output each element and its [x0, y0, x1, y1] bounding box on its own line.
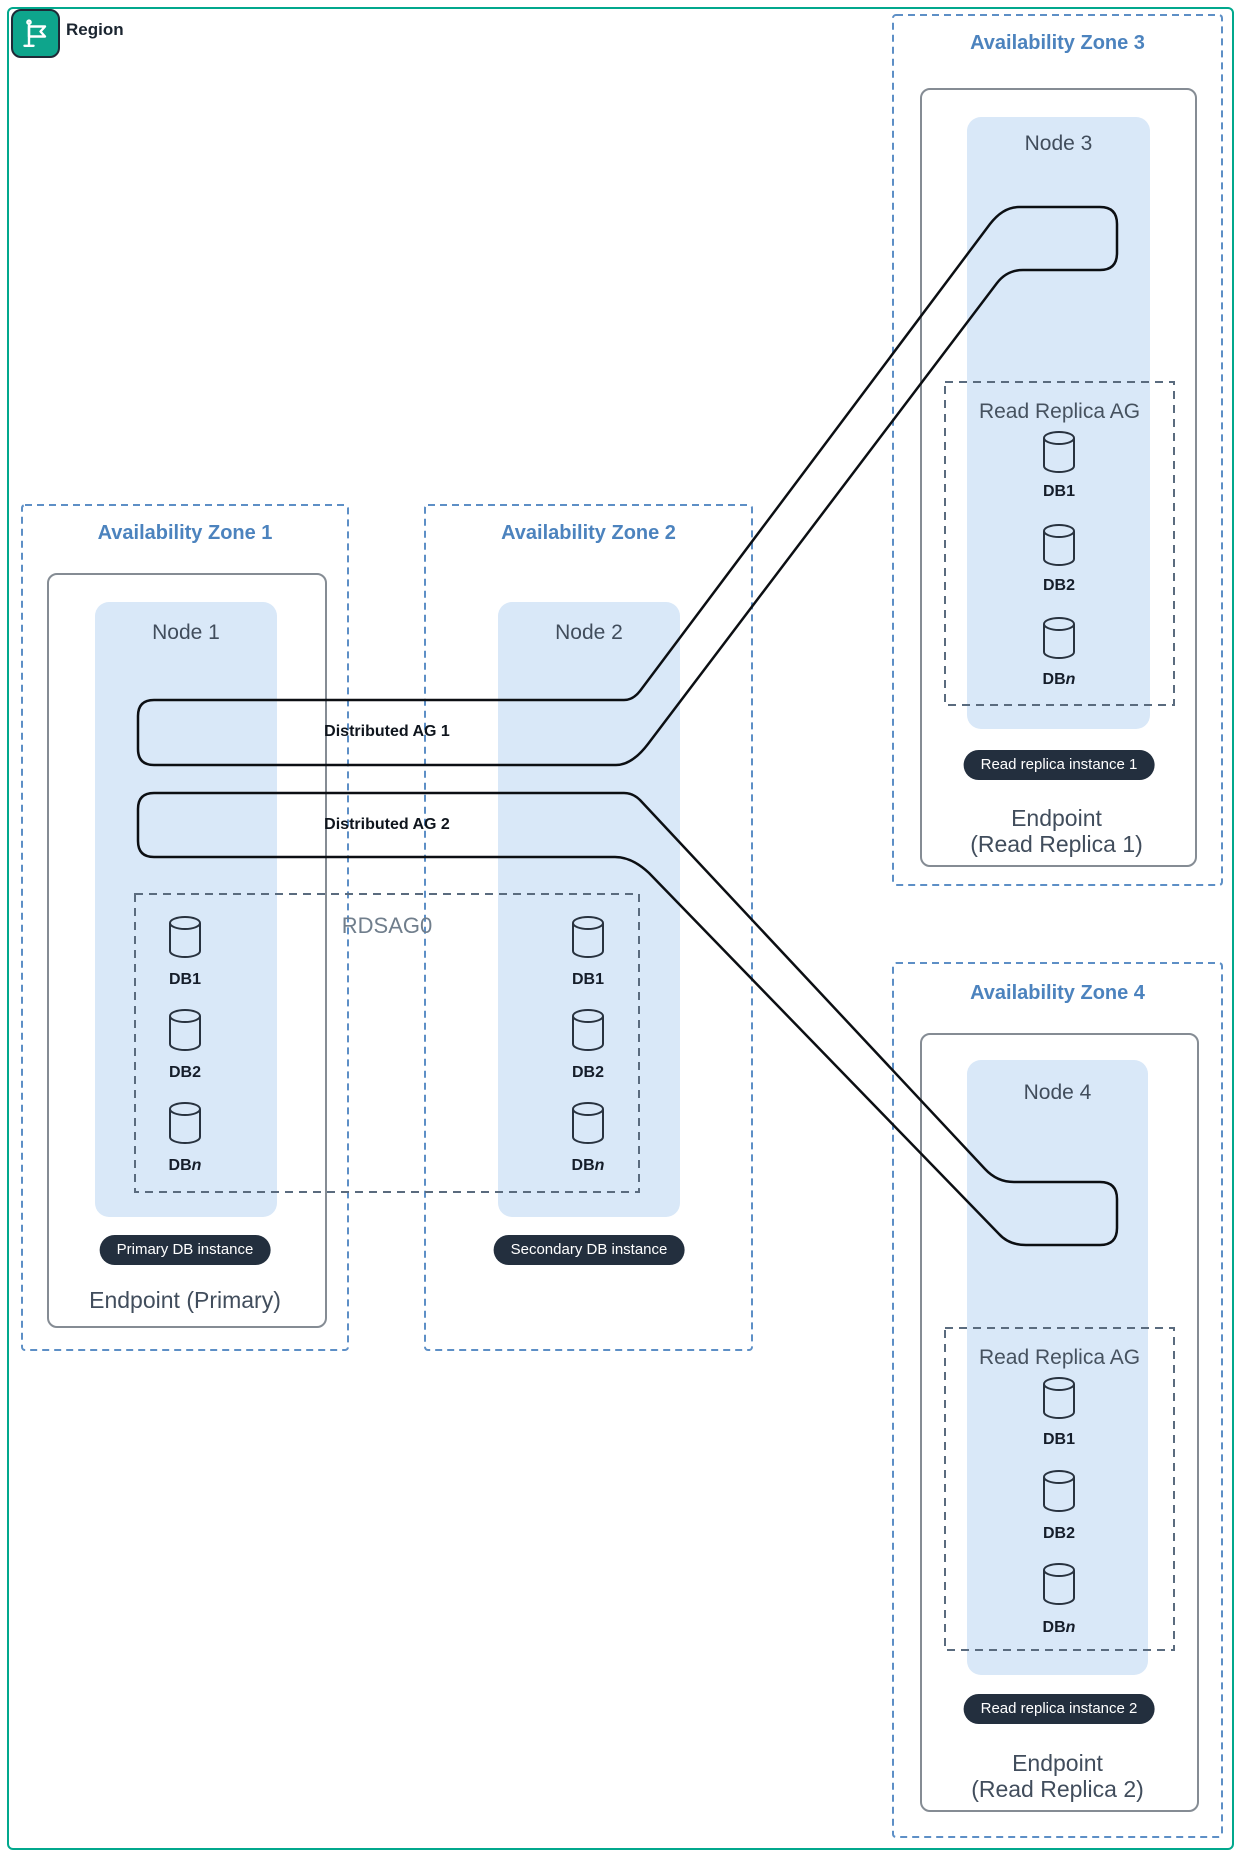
dbn-prefix: DB	[1042, 1619, 1066, 1636]
read-replica-instance1-badge: Read replica instance 1	[963, 750, 1155, 780]
database-icon	[571, 915, 605, 959]
region-label: Region	[66, 20, 124, 39]
database-icon	[1042, 616, 1076, 660]
az2-boundary	[424, 504, 753, 1351]
dbn-italic: n	[594, 1157, 605, 1174]
endpoint-line1: Endpoint	[1012, 1750, 1103, 1776]
db2-label: DB2	[571, 1064, 604, 1081]
node2-label: Node 2	[555, 621, 623, 644]
endpoint-read-replica2-box	[920, 1033, 1199, 1812]
dbn-prefix: DB	[1042, 671, 1066, 688]
distributed-ag2-label: Distributed AG 2	[324, 816, 450, 833]
az2-label: Availability Zone 2	[501, 522, 676, 544]
database-icon	[168, 915, 202, 959]
dbn-prefix: DB	[571, 1157, 595, 1174]
secondary-db-instance-badge: Secondary DB instance	[493, 1235, 685, 1265]
db1-label: DB1	[1042, 1431, 1075, 1448]
db1-label: DB1	[571, 971, 604, 988]
read-replica-ag2-boundary	[944, 1327, 1175, 1651]
endpoint-line2: (Read Replica 2)	[971, 1776, 1144, 1802]
database-icon	[1042, 1469, 1076, 1513]
endpoint-primary-box	[47, 573, 327, 1328]
dbn-label: DBn	[1019, 671, 1099, 689]
read-replica-instance2-badge: Read replica instance 2	[963, 1694, 1155, 1724]
database-icon	[571, 1101, 605, 1145]
az3-boundary	[892, 14, 1223, 886]
az4-boundary	[892, 962, 1223, 1838]
region-boundary	[7, 7, 1234, 1850]
dbn-italic: n	[1065, 1619, 1076, 1636]
az4-label: Availability Zone 4	[970, 982, 1145, 1004]
db1-label: DB1	[1042, 483, 1075, 500]
db2-label: DB2	[168, 1064, 201, 1081]
endpoint-primary-label: Endpoint (Primary)	[89, 1287, 281, 1313]
db2-label: DB2	[1042, 1525, 1075, 1542]
az3-label: Availability Zone 3	[970, 32, 1145, 54]
database-icon	[571, 1008, 605, 1052]
node4-panel	[967, 1060, 1148, 1675]
dbn-label: DBn	[548, 1157, 628, 1175]
database-icon	[1042, 1562, 1076, 1606]
az1-boundary	[21, 504, 349, 1351]
read-replica-ag1-boundary	[944, 381, 1175, 706]
endpoint-line2: (Read Replica 1)	[970, 831, 1143, 857]
db2-label: DB2	[1042, 577, 1075, 594]
node1-label: Node 1	[152, 621, 220, 644]
dbn-italic: n	[191, 1157, 202, 1174]
az1-label: Availability Zone 1	[97, 522, 273, 544]
dbn-label: DBn	[145, 1157, 225, 1175]
distributed-ag1-label: Distributed AG 1	[324, 723, 450, 740]
endpoint-read-replica1-box	[920, 88, 1197, 867]
endpoint-line1: Endpoint	[1011, 805, 1102, 831]
dbn-italic: n	[1065, 671, 1076, 688]
database-icon	[1042, 1376, 1076, 1420]
database-icon	[1042, 523, 1076, 567]
database-icon	[168, 1008, 202, 1052]
read-replica-ag2-label: Read Replica AG	[978, 1346, 1141, 1369]
distributed-ag2-connector	[136, 791, 1119, 1247]
node4-label: Node 4	[1023, 1081, 1092, 1104]
read-replica-ag1-label: Read Replica AG	[978, 400, 1141, 423]
node3-panel	[967, 117, 1150, 729]
primary-db-instance-badge: Primary DB instance	[99, 1235, 271, 1265]
endpoint-read-replica2-label: Endpoint (Read Replica 2)	[920, 1750, 1195, 1802]
distributed-ag1-connector	[136, 205, 1119, 767]
endpoint-read-replica1-label: Endpoint (Read Replica 1)	[920, 805, 1193, 857]
dbn-label: DBn	[1019, 1619, 1099, 1637]
rdsag0-label: RDSAG0	[341, 913, 433, 938]
rdsag0-group-boundary	[134, 893, 640, 1193]
database-icon	[1042, 430, 1076, 474]
dbn-prefix: DB	[168, 1157, 192, 1174]
db1-label: DB1	[168, 971, 201, 988]
database-icon	[168, 1101, 202, 1145]
region-flag-icon	[11, 9, 60, 58]
node3-label: Node 3	[1024, 132, 1093, 155]
